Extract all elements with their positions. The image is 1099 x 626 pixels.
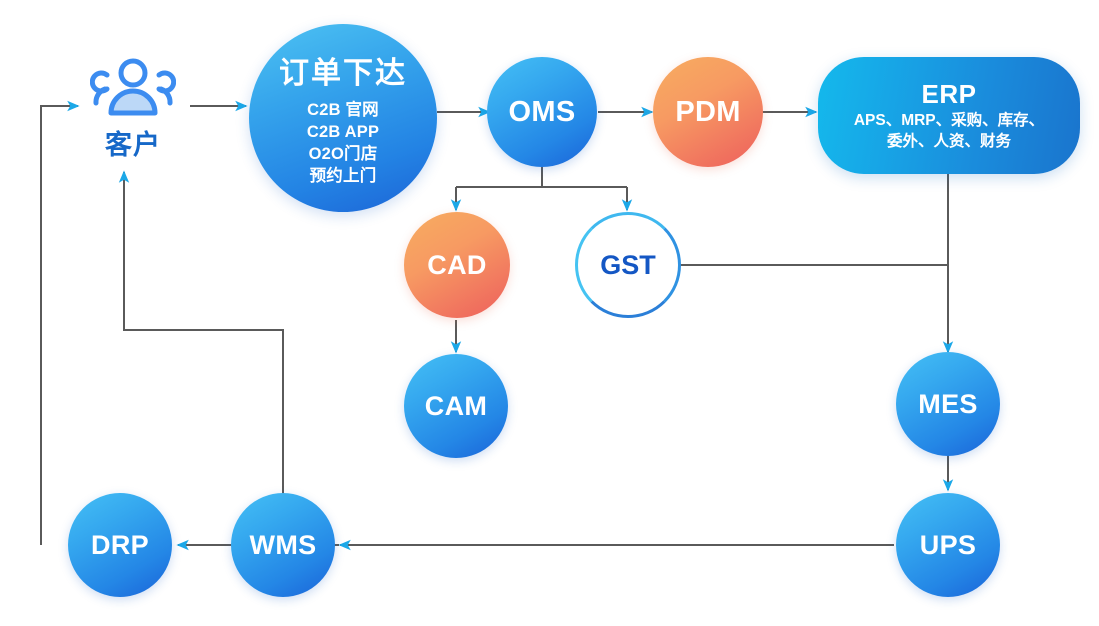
erp-line-2: 委外、人资、财务 <box>886 132 1011 150</box>
node-cam[interactable]: CAM <box>404 354 508 458</box>
cad-label: CAD <box>427 249 487 280</box>
node-drp[interactable]: DRP <box>68 493 172 597</box>
order-line-3: O2O门店 <box>308 145 378 163</box>
gst-label: GST <box>600 249 656 280</box>
oms-label: OMS <box>508 95 576 128</box>
node-mes[interactable]: MES <box>896 352 1000 456</box>
ups-label: UPS <box>919 529 977 560</box>
order-line-4: 预约上门 <box>309 166 377 185</box>
node-customer[interactable]: 客户 <box>82 52 184 164</box>
order-line-2: C2B APP <box>306 123 380 142</box>
customer-label: 客户 <box>105 129 161 160</box>
node-ups[interactable]: UPS <box>896 493 1000 597</box>
node-erp[interactable]: ERP APS、MRP、采购、库存、 委外、人资、财务 <box>818 57 1080 174</box>
node-wms[interactable]: WMS <box>231 493 335 597</box>
cam-label: CAM <box>424 390 488 421</box>
edge-drp-to-customer <box>40 100 80 545</box>
node-cad[interactable]: CAD <box>404 212 510 318</box>
erp-line-1: APS、MRP、采购、库存、 <box>853 112 1045 130</box>
pdm-label: PDM <box>675 95 741 128</box>
order-title: 订单下达 <box>279 57 407 91</box>
node-order[interactable]: 订单下达 C2B 官网 C2B APP O2O门店 预约上门 <box>249 24 437 212</box>
node-oms[interactable]: OMS <box>487 57 597 167</box>
node-gst[interactable]: GST <box>575 212 681 318</box>
wms-label: WMS <box>249 529 317 560</box>
customers-group-icon <box>90 58 176 115</box>
order-line-1: C2B 官网 <box>307 101 379 120</box>
edge-wms-to-customer <box>118 170 284 498</box>
node-pdm[interactable]: PDM <box>653 57 763 167</box>
erp-title: ERP <box>921 79 977 110</box>
drp-label: DRP <box>91 529 149 560</box>
mes-label: MES <box>918 388 978 419</box>
